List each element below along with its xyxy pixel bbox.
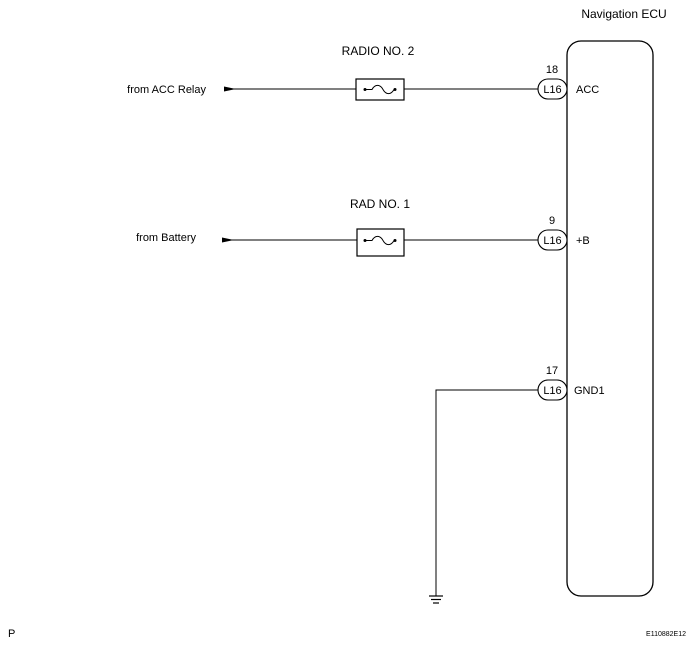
acc-circuit: from ACC Relay RADIO NO. 2 18 L16 ACC — [127, 44, 599, 101]
ground-connector-label: L16 — [543, 385, 561, 397]
acc-terminal-label: ACC — [576, 84, 599, 96]
ground-circuit: 17 L16 GND1 — [429, 365, 605, 604]
battery-fuse-label: RAD NO. 1 — [350, 197, 410, 211]
acc-fuse-icon — [365, 84, 395, 95]
corner-letter: P — [8, 628, 15, 640]
acc-arrow — [224, 86, 236, 92]
acc-fuse-box — [355, 78, 405, 101]
battery-source-label: from Battery — [136, 232, 196, 244]
battery-arrow — [222, 237, 234, 243]
ground-wire — [435, 389, 538, 596]
battery-circuit: from Battery RAD NO. 1 9 L16 +B — [136, 197, 590, 257]
battery-connector-label: L16 — [543, 235, 561, 247]
acc-fuse-label: RADIO NO. 2 — [342, 44, 415, 58]
navigation-ecu-box — [566, 40, 654, 597]
battery-pin-number: 9 — [549, 215, 555, 227]
ecu-title: Navigation ECU — [581, 7, 666, 21]
battery-fuse-icon — [365, 235, 395, 246]
acc-connector — [537, 78, 568, 100]
acc-source-label: from ACC Relay — [127, 84, 206, 96]
acc-pin-number: 18 — [546, 64, 558, 76]
figure-code: E110882E12 — [646, 631, 686, 638]
battery-terminal-label: +B — [576, 235, 590, 247]
ground-terminal-label: GND1 — [574, 385, 605, 397]
acc-connector-label: L16 — [543, 84, 561, 96]
battery-fuse-box — [356, 228, 405, 257]
ground-connector — [537, 379, 568, 401]
ground-pin-number: 17 — [546, 365, 558, 377]
battery-connector — [537, 229, 568, 251]
